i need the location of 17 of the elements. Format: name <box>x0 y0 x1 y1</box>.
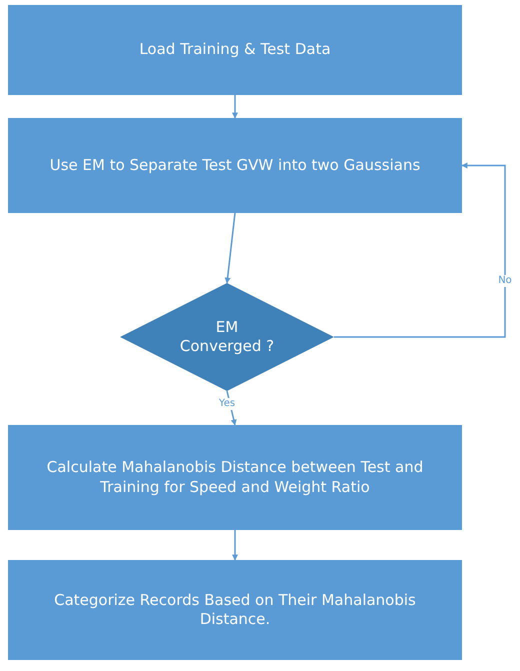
node-text: Categorize Records Based on Their Mahalanobis Distance. <box>53 590 417 630</box>
node-text: Calculate Mahalanobis Distance between Test and Training for Speed and Weight Ratio <box>46 458 424 497</box>
node-text: Use EM to Separate Test GVW into two Gaussians <box>50 156 420 176</box>
arrow <box>232 530 238 561</box>
arrow <box>224 212 236 284</box>
edge-label: No <box>497 275 513 288</box>
process-box <box>8 118 462 213</box>
arrow <box>232 95 238 119</box>
node-text: Load Training & Test Data <box>139 40 331 60</box>
node-text: EM Converged ? <box>178 318 276 356</box>
process-box <box>8 425 462 530</box>
process-box <box>8 560 462 660</box>
arrow <box>334 162 506 338</box>
arrow <box>226 390 237 426</box>
process-box <box>8 5 462 95</box>
edge-label: Yes <box>218 398 236 410</box>
decision-diamond <box>120 283 334 391</box>
